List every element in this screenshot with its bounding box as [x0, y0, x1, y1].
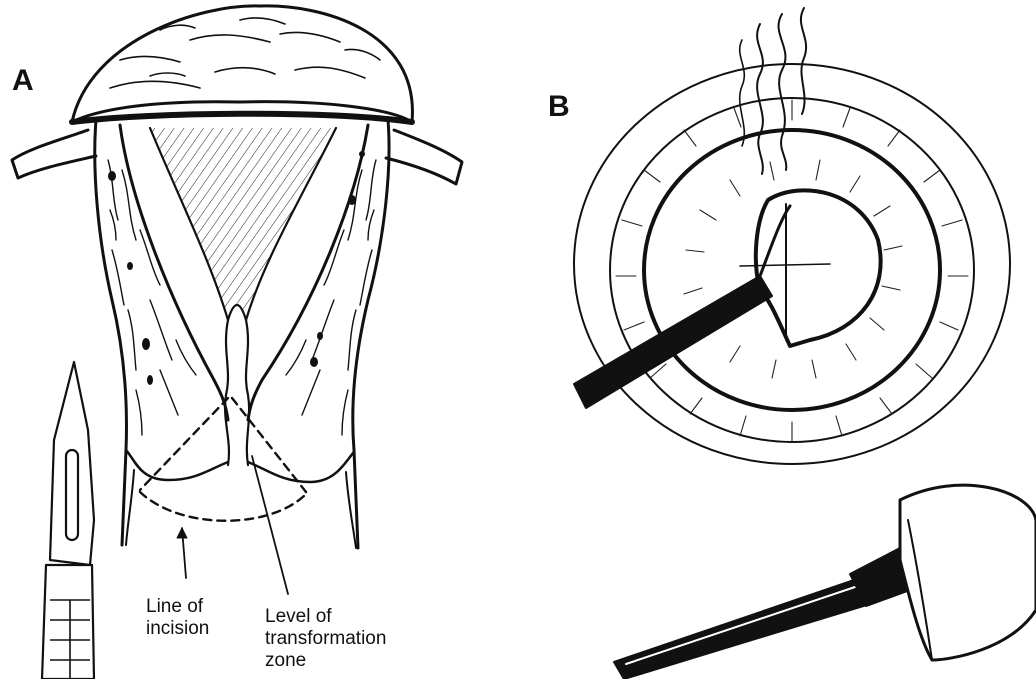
panel-label-b: B — [548, 92, 570, 122]
electrode-handle-drawing — [614, 485, 1036, 679]
scalpel-drawing — [42, 362, 94, 679]
transformation-zone-label: Level of transformation zone — [265, 606, 435, 672]
panel-label-a: A — [12, 66, 34, 96]
cervix-drawing — [574, 8, 1010, 464]
incision-line-label: Line of incision — [146, 596, 256, 640]
